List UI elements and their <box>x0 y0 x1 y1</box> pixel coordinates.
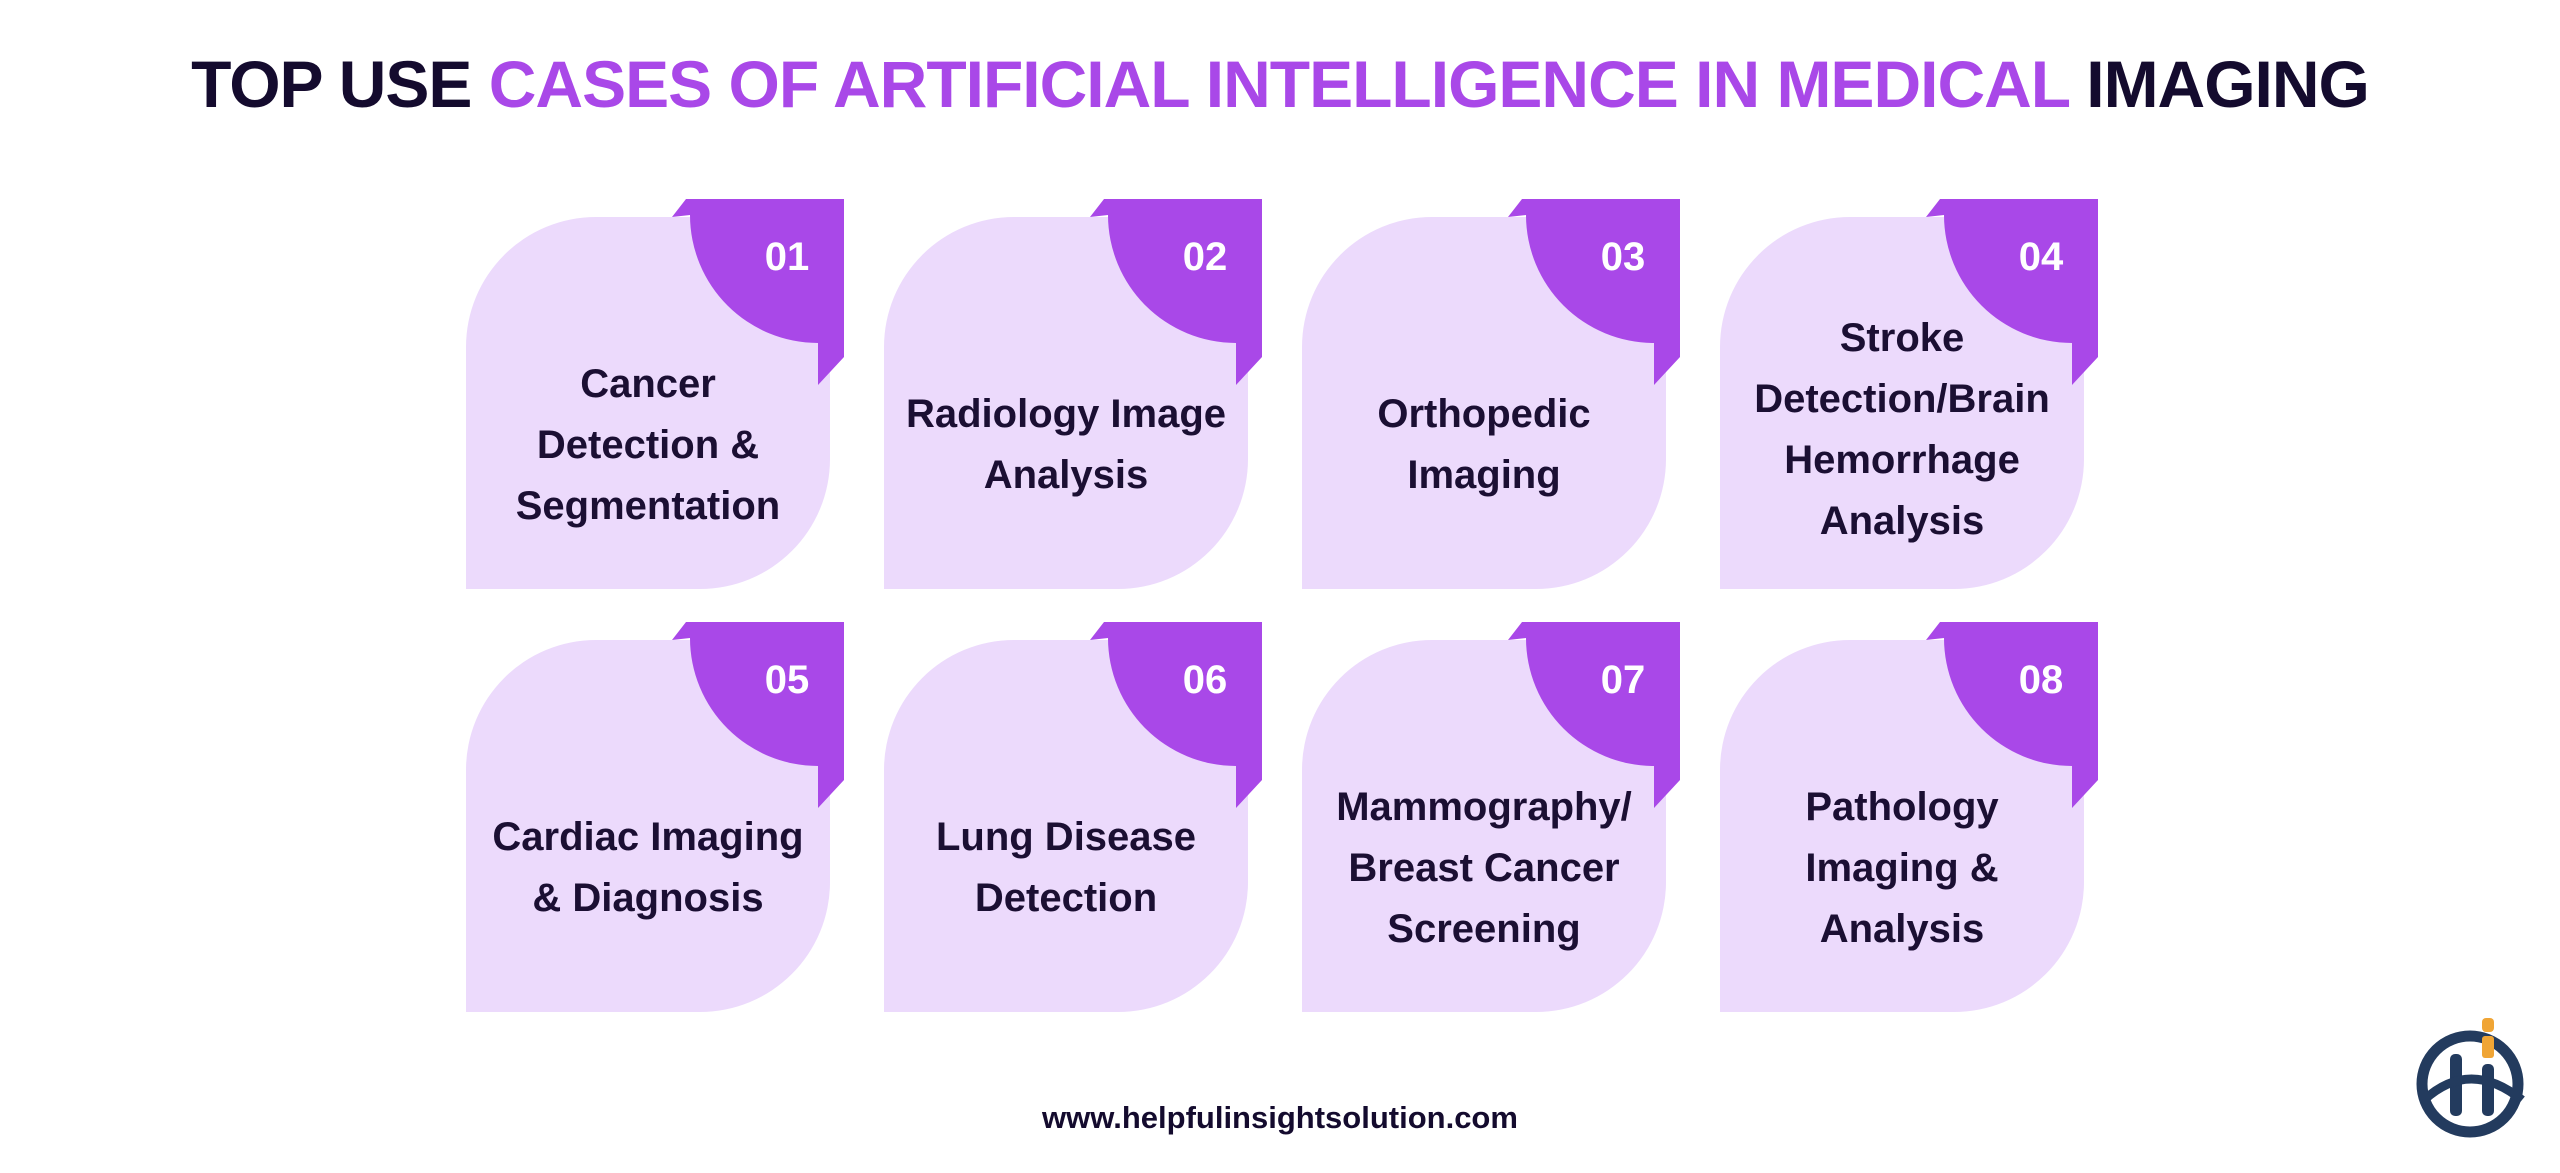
card-number: 06 <box>1182 658 1228 702</box>
card-label: Mammography/ Breast Cancer Screening <box>1336 784 1632 951</box>
use-case-card-03: 03 Orthopedic Imaging <box>1302 199 1680 589</box>
number-tab-icon <box>1926 622 2098 808</box>
hi-logo-icon <box>2416 1018 2525 1138</box>
card-number: 05 <box>764 658 810 702</box>
card-number: 03 <box>1600 235 1646 279</box>
use-case-card-05: 05 Cardiac Imaging & Diagnosis <box>466 622 844 1012</box>
number-tab-icon <box>1090 199 1262 385</box>
card-number: 02 <box>1182 235 1228 279</box>
card-number: 08 <box>2018 658 2064 702</box>
use-case-card-06: 06 Lung Disease Detection <box>884 622 1262 1012</box>
number-tab-icon <box>1508 622 1680 808</box>
card-label: Radiology Image Analysis <box>905 392 1227 497</box>
page-title: TOP USE CASES OF ARTIFICIAL INTELLIGENCE… <box>0 44 2560 124</box>
title-dark-part: TOP USE <box>191 47 489 121</box>
card-label: Lung Disease Detection <box>935 815 1197 920</box>
use-case-card-07: 07 Mammography/ Breast Cancer Screening <box>1302 622 1680 1012</box>
use-case-card-04: 04 Stroke Detection/Brain Hemorrhage Ana… <box>1720 199 2098 589</box>
card-label: Cancer Detection & Segmentation <box>515 361 781 528</box>
title-accent-part: CASES OF ARTIFICIAL INTELLIGENCE IN MEDI… <box>488 47 2070 121</box>
website-link[interactable]: www.helpfulinsightsolution.com <box>1042 1100 1518 1135</box>
number-tab-icon <box>1508 199 1680 385</box>
title-dark-part-end: IMAGING <box>2068 47 2370 121</box>
card-number: 01 <box>764 235 810 279</box>
number-tab-icon <box>672 622 844 808</box>
use-case-card-02: 02 Radiology Image Analysis <box>884 199 1262 589</box>
card-label: Stroke Detection/Brain Hemorrhage Analys… <box>1754 316 2050 543</box>
number-tab-icon <box>1090 622 1262 808</box>
use-case-card-01: 01 Cancer Detection & Segmentation <box>466 199 844 589</box>
card-label: Pathology Imaging & Analysis <box>1805 784 1999 951</box>
card-label: Orthopedic Imaging <box>1377 392 1591 497</box>
card-label: Cardiac Imaging & Diagnosis <box>492 815 804 920</box>
card-number: 07 <box>1600 658 1646 702</box>
number-tab-icon <box>1926 199 2098 385</box>
card-number: 04 <box>2018 235 2064 279</box>
use-case-card-08: 08 Pathology Imaging & Analysis <box>1720 622 2098 1012</box>
number-tab-icon <box>672 199 844 385</box>
